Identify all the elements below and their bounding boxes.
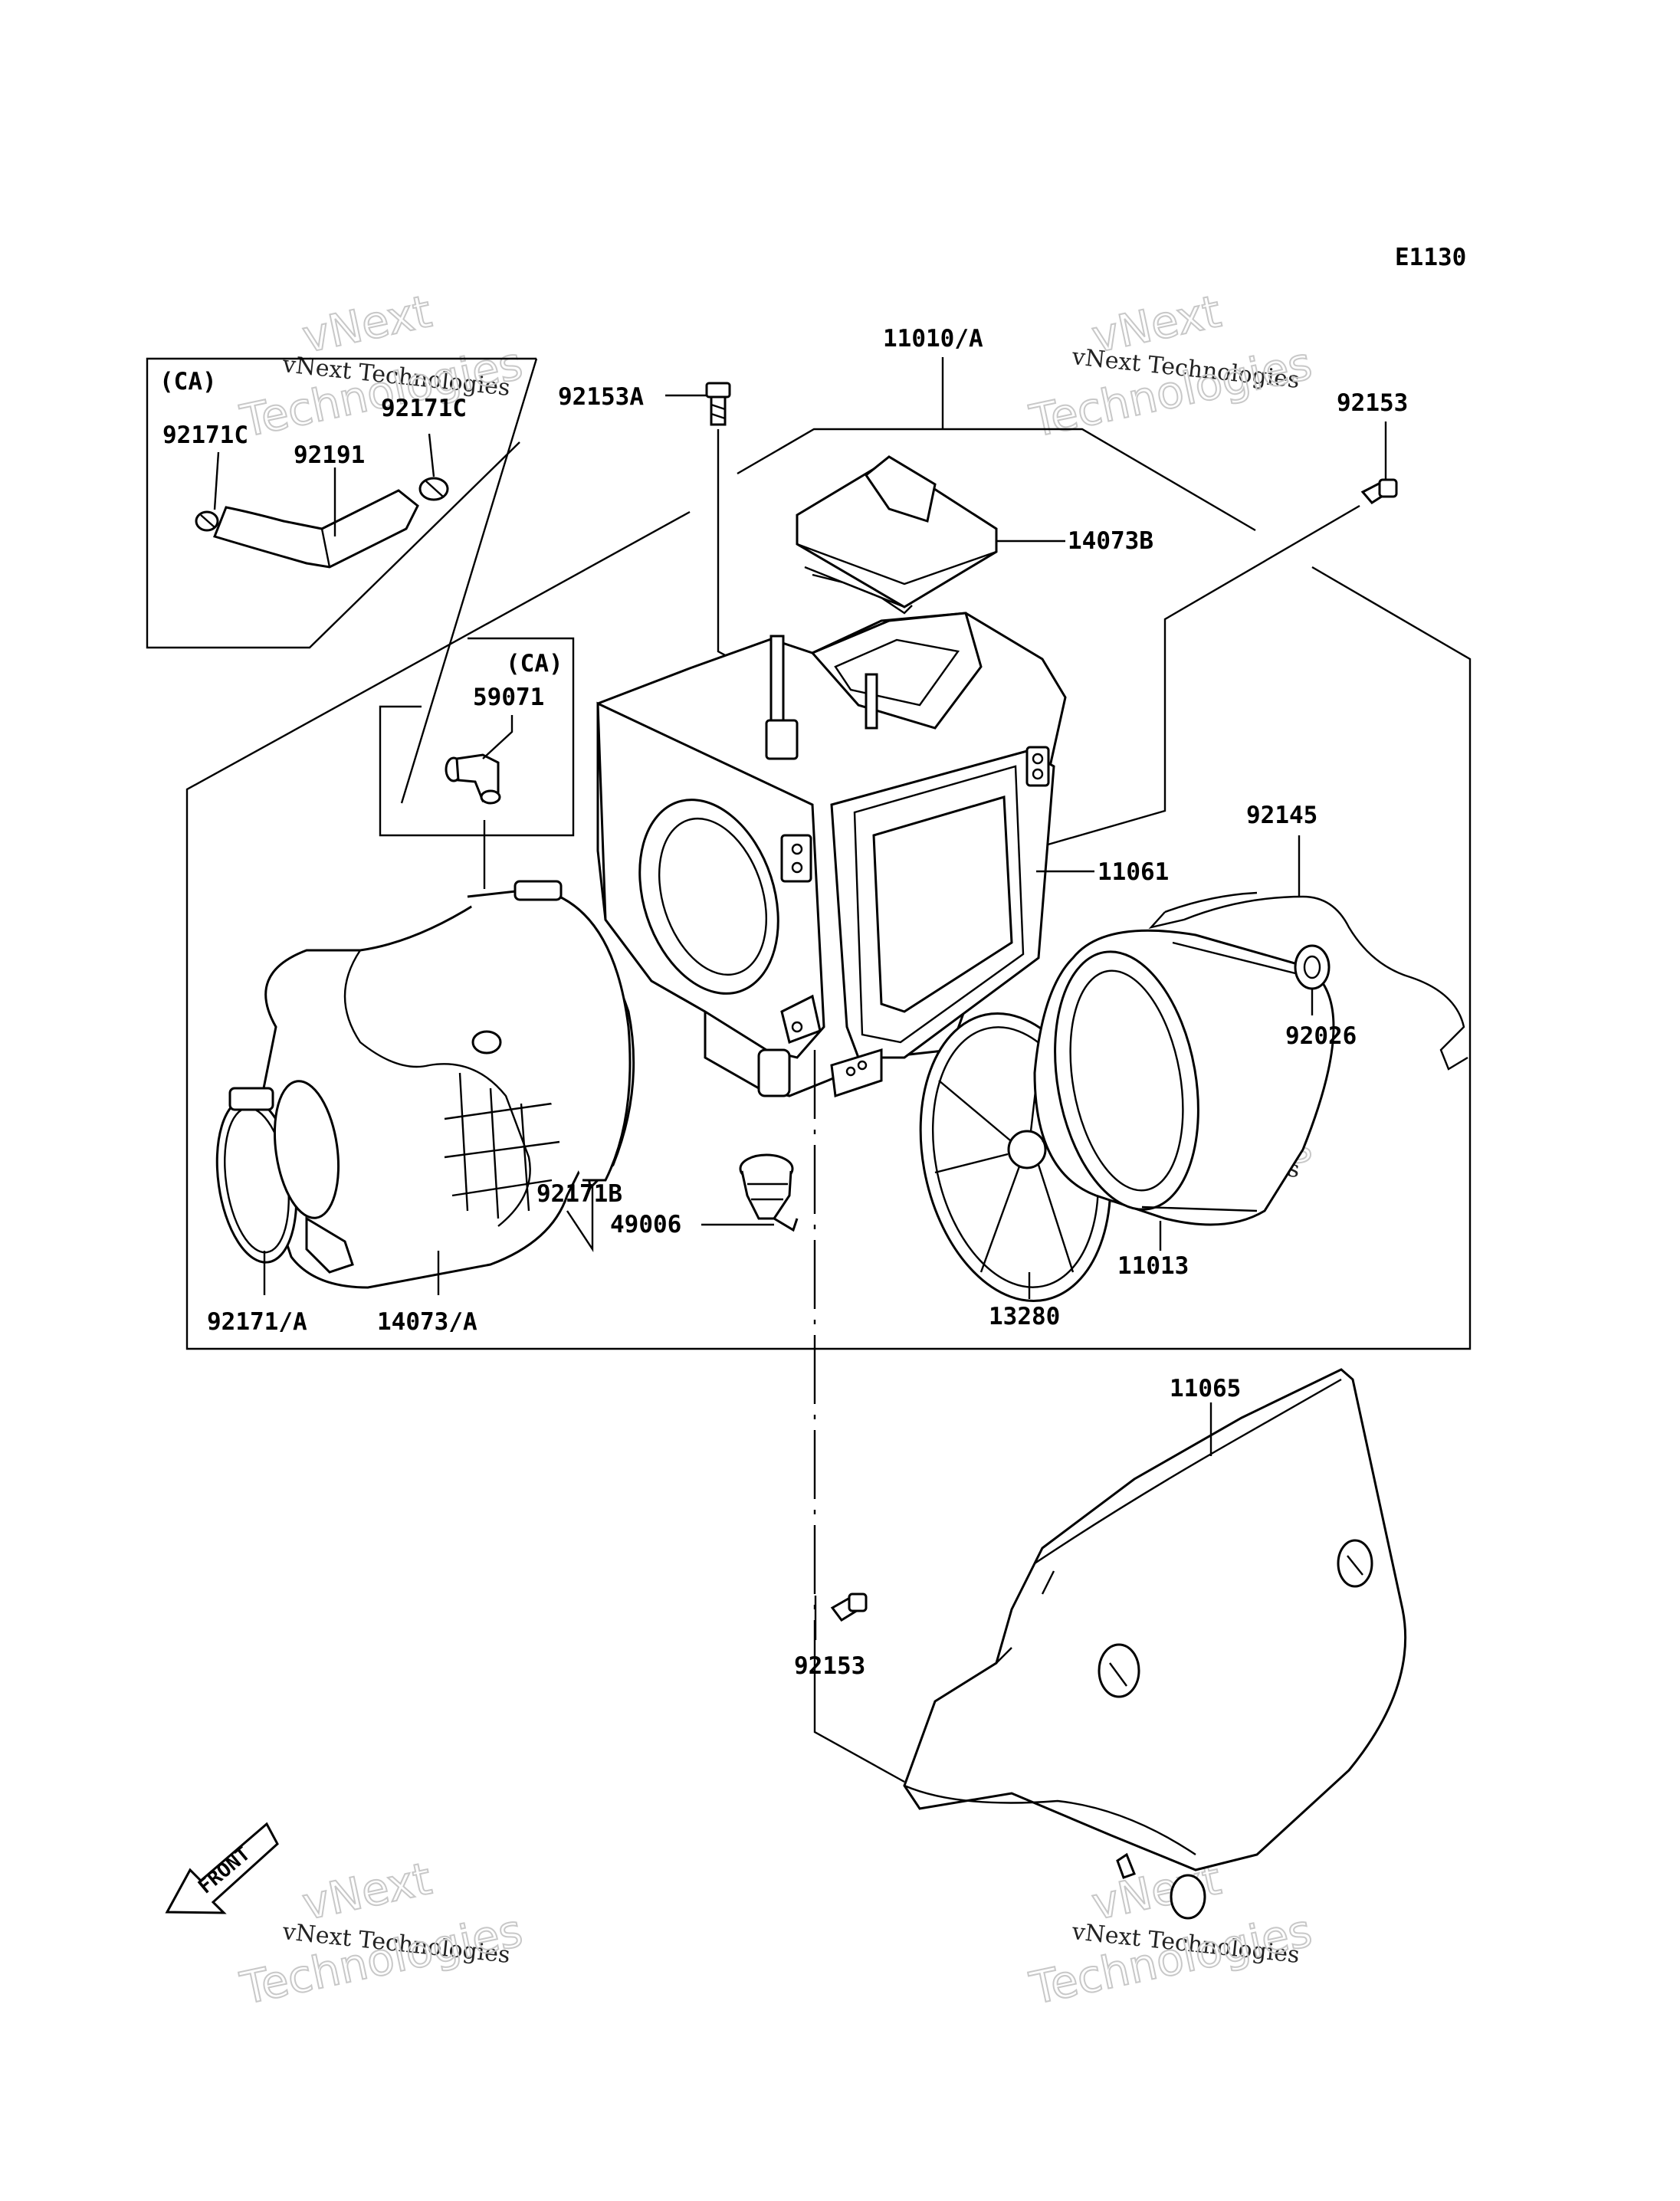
assembly-frame-top (737, 428, 1256, 532)
part-label-92191: 92191 (294, 441, 365, 469)
front-arrow-icon: FRONT (165, 1822, 279, 1914)
part-label-13280: 13280 (989, 1303, 1060, 1330)
grommet-92026 (1294, 944, 1331, 990)
wire-clip-92145 (1148, 891, 1468, 1071)
svg-text:Technologies: Technologies (236, 337, 527, 448)
part-label-11013: 11013 (1117, 1252, 1189, 1280)
side-cover-11065 (903, 1368, 1407, 1920)
part-label-11010a: 11010/A (883, 325, 983, 353)
bolt-92153-bottom (830, 1593, 868, 1622)
joint-59071 (445, 753, 501, 805)
part-label-92171c-1: 92171C (162, 422, 248, 449)
watermark-bottom-left: vNext vNext Technologies Technologies (235, 1852, 528, 2016)
watermark-top-right: vNext vNext Technologies Technologies (1025, 284, 1317, 448)
part-label-92171c-2: 92171C (381, 395, 467, 422)
part-label-92153-bottom: 92153 (794, 1652, 865, 1680)
part-label-11065: 11065 (1170, 1375, 1241, 1402)
part-label-92171a: 92171/A (207, 1308, 307, 1336)
part-label-92145: 92145 (1246, 802, 1317, 829)
part-label-92171b: 92171B (536, 1180, 622, 1208)
link-inset-to-joint (400, 358, 538, 804)
part-label-11061: 11061 (1098, 858, 1169, 886)
leader-59071 (482, 715, 514, 759)
link-11065 (813, 1640, 905, 1783)
clip-92171c-left (195, 510, 219, 532)
watermark-bottom-right: vNext vNext Technologies Technologies (1025, 1852, 1317, 2016)
svg-text:vNext: vNext (298, 285, 436, 363)
part-label-92153-top: 92153 (1337, 389, 1408, 417)
inset-ca-joint-frame (379, 637, 575, 837)
inset-ca-joint-note: (CA) (506, 650, 563, 677)
inset-ca-hose-note: (CA) (159, 368, 217, 395)
drain-cap-49006 (739, 1153, 799, 1232)
seal-14073b (796, 455, 998, 615)
svg-text:vNext: vNext (298, 1852, 436, 1930)
part-label-92026: 92026 (1285, 1022, 1357, 1050)
part-label-92153a: 92153A (558, 383, 644, 411)
airbox-11061 (596, 612, 1067, 1098)
part-label-59071: 59071 (473, 684, 544, 711)
assembly-frame-right-link (1034, 504, 1360, 850)
diagram-code: E1130 (1395, 244, 1466, 271)
clip-92171c-right (418, 477, 449, 501)
part-label-14073b: 14073B (1068, 527, 1153, 555)
hose-92191 (213, 489, 419, 569)
bolt-92153-top (1360, 478, 1398, 504)
watermark-top-left: vNext vNext Technologies Technologies (235, 284, 528, 448)
assembly-frame (185, 510, 1472, 1350)
leader-92171c-2 (428, 433, 435, 477)
bolt-92153a (705, 382, 731, 426)
part-label-14073a: 14073/A (377, 1308, 477, 1336)
leader-92171c-1 (213, 451, 220, 510)
svg-text:Technologies: Technologies (1025, 1904, 1317, 2015)
leader-92171b (566, 1186, 594, 1252)
duct-14073a (215, 880, 635, 1289)
svg-text:Technologies: Technologies (236, 1904, 527, 2015)
inset-ca-hose-frame (146, 357, 536, 649)
filter-element-11013 (1033, 929, 1335, 1226)
part-label-49006: 49006 (610, 1211, 681, 1238)
